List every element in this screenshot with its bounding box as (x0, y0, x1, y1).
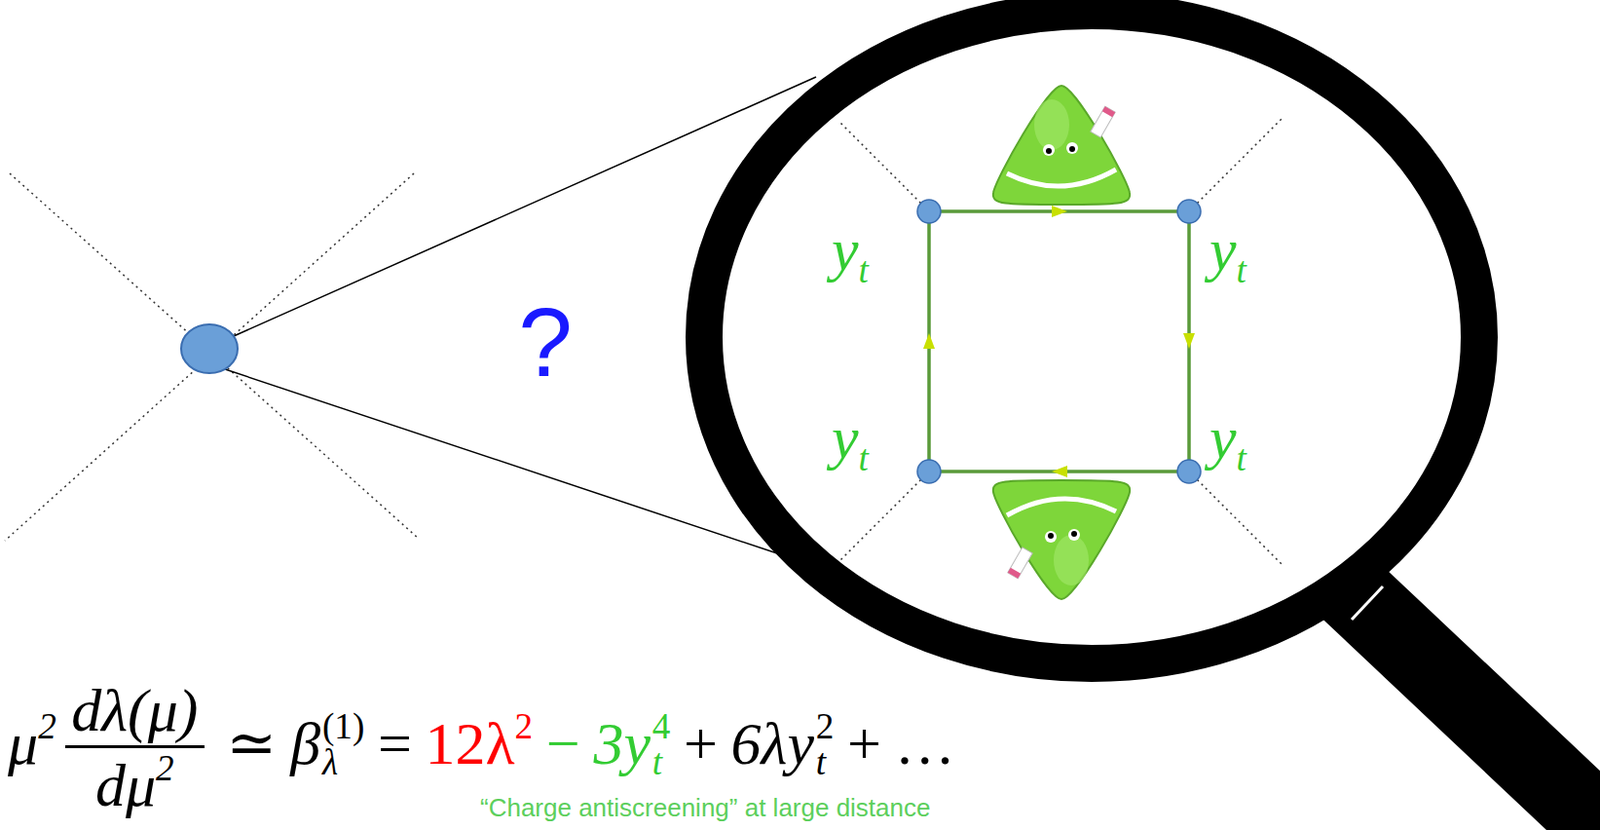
index-stack: 2t (816, 707, 835, 781)
formula-operator: + (847, 709, 882, 777)
formula-term: 12λ (425, 709, 516, 777)
formula-part: t (816, 744, 835, 781)
arrow-head (1051, 205, 1068, 218)
question-slot: ? (518, 293, 573, 391)
coupling-subscript: t (858, 438, 869, 479)
index-stack: 4t (652, 707, 671, 781)
plush-toy (993, 85, 1130, 205)
index-stack: (1)λ (322, 707, 365, 781)
coupling-slot: yt (1209, 219, 1247, 289)
formula-superscript: 4 (652, 706, 671, 746)
fraction: dλ(μ)dμ2 (65, 675, 205, 821)
arrow-head (1051, 465, 1068, 478)
formula-superscript: (1) (322, 706, 365, 746)
formula-part: 6λy (731, 709, 815, 777)
formula-part: = (377, 709, 412, 777)
formula-part: 4 (652, 707, 671, 745)
scalar-line (1189, 471, 1284, 566)
vertex-dot (917, 459, 941, 484)
formula-term: 3y (593, 709, 651, 777)
formula-operator: = (377, 709, 412, 777)
formula-part: 2 (816, 707, 835, 745)
question-mark: ? (518, 287, 573, 397)
formula-part: 3y (593, 709, 651, 777)
plush-toy (993, 480, 1130, 599)
formula-part: … (894, 709, 956, 777)
denominator: dμ2 (95, 747, 175, 820)
coupling-symbol: y (1209, 216, 1237, 283)
loop-arrows (923, 205, 1195, 478)
vertex-blob (181, 324, 238, 373)
magnifier-lens (704, 10, 1480, 664)
coupling-symbol: y (831, 216, 859, 283)
formula-numerator: dλ(μ) (71, 676, 198, 744)
coupling-subscript: t (858, 250, 869, 291)
formula-part: ≃ (226, 709, 278, 777)
formula-part: (1) (322, 707, 365, 745)
numerator: dλ(μ) (65, 675, 205, 748)
formula-term: β (290, 709, 321, 777)
formula-superscript: 2 (816, 706, 835, 746)
formula-term: … (894, 709, 956, 777)
coupling-slot: yt (831, 219, 869, 289)
formula-subscript: λ (322, 742, 338, 782)
formula-part: λ (322, 744, 365, 781)
coupling-subscript: t (1236, 438, 1247, 479)
handle (1339, 579, 1600, 830)
formula-subscript: t (652, 742, 663, 782)
formula-operator: + (683, 709, 718, 777)
coupling-slot: yt (1209, 407, 1247, 477)
scalar-line (839, 471, 930, 561)
scalar-line (839, 121, 930, 212)
formula-part: + (683, 709, 718, 777)
formula-denominator: dμ (95, 751, 156, 819)
vertex-lines (4, 173, 419, 541)
scalar-line (9, 173, 419, 539)
formula-part: + (847, 709, 882, 777)
formula-subscript: t (816, 742, 826, 782)
formula-part: β (290, 709, 321, 777)
formula-exponent: 2 (515, 706, 534, 746)
formula-exponent: 2 (155, 747, 175, 788)
coupling-slot: yt (831, 407, 869, 477)
formula-term: 6λy (731, 709, 815, 777)
arrow-head (923, 333, 935, 349)
vertex-dot (1177, 459, 1201, 484)
formula-exponent: 2 (37, 706, 57, 746)
vertex-dot (917, 199, 941, 224)
formula-operator: ≃ (226, 709, 278, 777)
formula-part: μ2 (7, 709, 57, 777)
formula-term: μ (7, 709, 38, 777)
arrow-head (1183, 333, 1195, 349)
yukawa-vertices (917, 199, 1201, 484)
coupling-subscript: t (1236, 250, 1247, 291)
vertex-dot (1177, 199, 1201, 224)
scalar-line (1189, 116, 1284, 212)
caption-slot: “Charge antiscreening” at large distance (480, 794, 931, 820)
formula-part: t (652, 744, 671, 781)
formula-operator: − (546, 709, 581, 777)
formula-part: 12λ2 (425, 709, 534, 777)
caption-note: “Charge antiscreening” at large distance (480, 792, 931, 822)
coupling-symbol: y (831, 404, 859, 471)
top-quark-loop (929, 211, 1190, 472)
coupling-symbol: y (1209, 404, 1237, 471)
scalar-line (4, 173, 414, 541)
formula-part: − (546, 709, 581, 777)
formula-part: 3y4t (593, 709, 670, 777)
